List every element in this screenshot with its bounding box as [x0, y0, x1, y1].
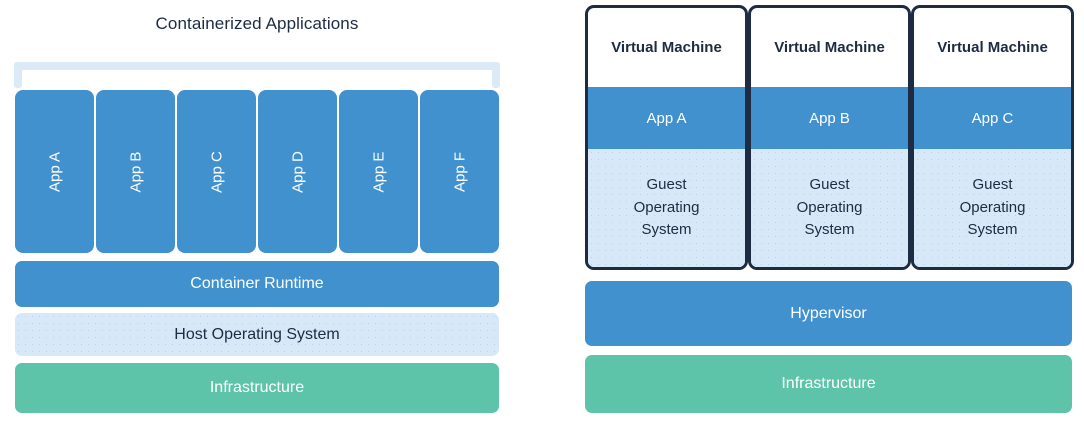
vm-app-band[interactable]: App B [751, 87, 908, 149]
bracket-top-bar [14, 62, 500, 70]
app-container-a[interactable]: App A [15, 90, 94, 253]
vms-infrastructure-layer[interactable]: Infrastructure [585, 355, 1072, 413]
bracket-right-arm [492, 62, 500, 88]
app-container-c[interactable]: App C [177, 90, 256, 253]
container-runtime-layer[interactable]: Container Runtime [15, 261, 499, 307]
containers-infrastructure-layer[interactable]: Infrastructure [15, 363, 499, 413]
bracket-left-arm [14, 62, 22, 88]
containers-panel: Containerized Applications App A App B A… [14, 14, 500, 413]
vm-app-band[interactable]: App C [914, 87, 1071, 149]
app-container-b[interactable]: App B [96, 90, 175, 253]
app-container-e[interactable]: App E [339, 90, 418, 253]
vm-app-band[interactable]: App A [588, 87, 745, 149]
app-container-d[interactable]: App D [258, 90, 337, 253]
page-title: Containerized Applications [155, 14, 359, 33]
app-container-f[interactable]: App F [420, 90, 499, 253]
vm-title: Virtual Machine [611, 39, 722, 56]
containerized-applications-bracket [14, 62, 500, 88]
vm-title: Virtual Machine [937, 39, 1048, 56]
vm-title: Virtual Machine [774, 39, 885, 56]
host-operating-system-layer[interactable]: Host Operating System [15, 313, 499, 356]
hypervisor-layer[interactable]: Hypervisor [585, 281, 1072, 346]
